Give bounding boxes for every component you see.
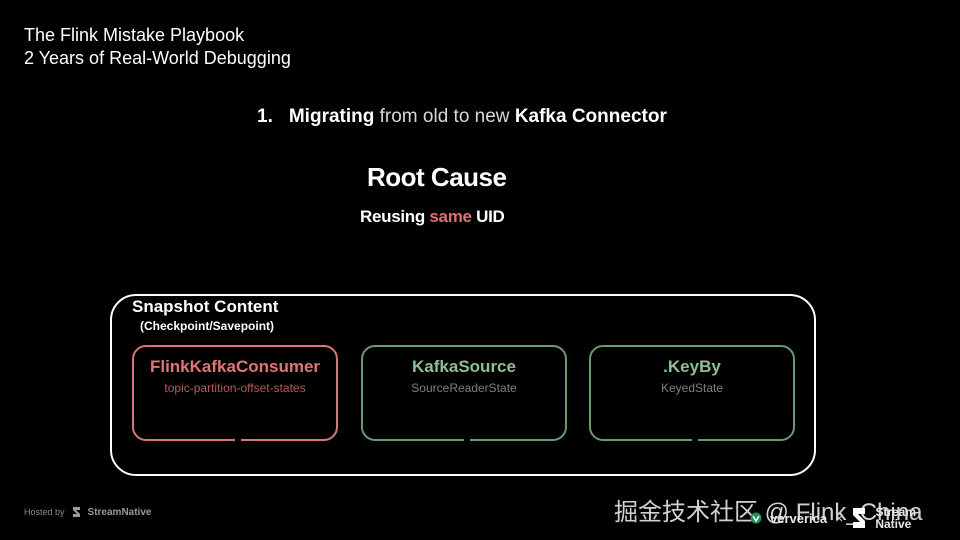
deck-title-line2: 2 Years of Real-World Debugging xyxy=(24,48,291,68)
ververica-logo-icon xyxy=(750,512,762,524)
partner-ververica: ververica xyxy=(770,510,828,526)
streamnative-logo-icon xyxy=(851,507,867,529)
snapshot-subtitle: (Checkpoint/Savepoint) xyxy=(140,319,275,333)
deck-title-line1: The Flink Mistake Playbook xyxy=(24,25,245,45)
reason-accent: same xyxy=(429,207,472,226)
snapshot-container xyxy=(110,294,816,476)
card-keyby: .KeyBy KeyedState xyxy=(589,345,795,441)
card-title: FlinkKafkaConsumer xyxy=(149,357,321,376)
reason-suffix: UID xyxy=(471,207,505,226)
deck-title: The Flink Mistake Playbook 2 Years of Re… xyxy=(24,24,291,70)
hosted-by: Hosted by StreamNative xyxy=(24,506,151,518)
watermark: 掘金技术社区 @ Flink_China xyxy=(614,499,923,526)
partner-logos: ververica × Stream Native xyxy=(750,506,916,530)
card-kafkasource: KafkaSource SourceReaderState xyxy=(361,345,567,441)
card-connector-gap xyxy=(235,438,241,441)
snapshot-title: Snapshot Content xyxy=(132,297,279,316)
card-flinkkafkaconsumer: FlinkKafkaConsumer topic-partition-offse… xyxy=(132,345,338,441)
streamnative-logo-icon xyxy=(71,506,82,518)
card-subtitle: topic-partition-offset-states xyxy=(164,381,306,395)
reason-prefix: Reusing xyxy=(360,207,430,226)
partner-separator: × xyxy=(835,510,844,526)
partner-streamnative: Stream Native xyxy=(875,506,916,530)
hosted-by-label: Hosted by xyxy=(24,507,65,517)
root-cause-reason: Reusing same UID xyxy=(360,207,505,227)
headline-word-kafka-connector: Kafka Connector xyxy=(514,106,667,127)
section-headline: 1. Migrating from old to new Kafka Connec… xyxy=(257,106,667,128)
partner-streamnative-line1: Stream xyxy=(875,505,916,519)
root-cause-title: Root Cause xyxy=(367,162,507,192)
headline-word-migrating: Migrating xyxy=(288,106,375,127)
card-subtitle: SourceReaderState xyxy=(411,381,517,395)
partner-streamnative-line2: Native xyxy=(875,517,912,531)
card-subtitle: KeyedState xyxy=(660,381,724,395)
card-title: KafkaSource xyxy=(412,357,516,376)
card-connector-gap xyxy=(692,438,698,441)
headline-number: 1. xyxy=(257,106,273,127)
hosted-by-brand: StreamNative xyxy=(87,506,152,518)
headline-middle: from old to new xyxy=(374,106,515,127)
card-connector-gap xyxy=(464,438,470,441)
card-title: .KeyBy xyxy=(663,357,721,376)
